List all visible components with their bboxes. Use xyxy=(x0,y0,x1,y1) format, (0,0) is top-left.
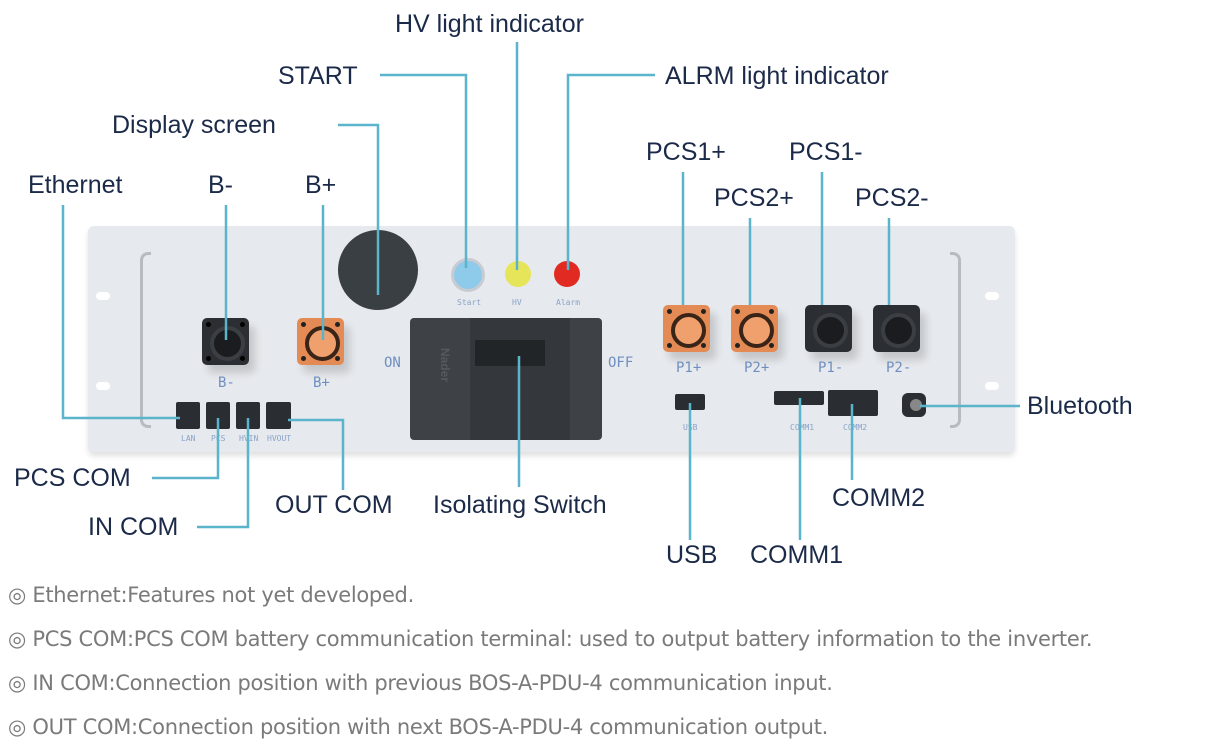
leader-display xyxy=(338,123,380,295)
label-alrm-light: ALRM light indicator xyxy=(665,62,889,90)
lan-text: LAN xyxy=(181,434,196,443)
lan-port xyxy=(176,402,200,429)
leader-start xyxy=(380,73,468,268)
note-in-com: ◎ IN COM:Connection position with previo… xyxy=(8,671,833,695)
leader-alrm xyxy=(566,73,655,270)
p2-plus-connector xyxy=(731,305,778,352)
label-comm1: COMM1 xyxy=(750,541,844,569)
off-text: OFF xyxy=(608,355,634,371)
label-start: START xyxy=(278,62,358,90)
p1-plus-text: P1+ xyxy=(676,360,702,376)
b-minus-text: B- xyxy=(218,375,235,391)
comm2-text: COMM2 xyxy=(843,423,868,432)
right-handle xyxy=(950,252,961,428)
p2-plus-text: P2+ xyxy=(744,360,770,376)
leader-ethernet xyxy=(61,205,180,420)
hvout-port xyxy=(266,402,291,429)
label-in-com: IN COM xyxy=(88,513,179,541)
on-text: ON xyxy=(384,355,401,371)
label-isolating-switch: Isolating Switch xyxy=(433,491,607,519)
leader-in-com xyxy=(197,418,250,529)
b-plus-text: B+ xyxy=(313,375,330,391)
label-pcs-com: PCS COM xyxy=(14,464,131,492)
label-comm2: COMM2 xyxy=(832,484,926,512)
label-b-plus: B+ xyxy=(305,171,337,199)
p1-minus-text: P1- xyxy=(818,360,844,376)
left-mount-hole xyxy=(96,292,110,300)
label-hv-light: HV light indicator xyxy=(395,10,584,38)
comm1-text: COMM1 xyxy=(790,423,815,432)
hv-text: HV xyxy=(512,298,522,307)
label-usb: USB xyxy=(666,541,718,569)
label-out-com: OUT COM xyxy=(275,491,393,519)
leader-pcs-com xyxy=(152,418,220,480)
switch-lever[interactable] xyxy=(475,340,545,366)
right-mount-hole xyxy=(985,382,999,390)
left-handle xyxy=(140,252,151,428)
hvout-text: HVOUT xyxy=(267,434,292,443)
label-display-screen: Display screen xyxy=(112,111,276,139)
leader-out-com xyxy=(288,418,345,490)
usb-port xyxy=(675,394,705,410)
note-ethernet: ◎ Ethernet:Features not yet developed. xyxy=(8,583,414,607)
left-mount-hole xyxy=(96,382,110,390)
p1-minus-connector xyxy=(805,305,852,352)
label-pcs1-minus: PCS1- xyxy=(789,138,863,166)
start-text: Start xyxy=(457,298,482,307)
p2-minus-connector xyxy=(873,305,920,352)
label-pcs2-minus: PCS2- xyxy=(855,184,929,212)
label-pcs1-plus: PCS1+ xyxy=(646,138,726,166)
p2-minus-text: P2- xyxy=(886,360,912,376)
alarm-text: Alarm xyxy=(556,298,581,307)
label-pcs2-plus: PCS2+ xyxy=(714,184,794,212)
bluetooth-antenna xyxy=(902,393,926,417)
label-ethernet: Ethernet xyxy=(28,171,123,199)
note-pcs-com: ◎ PCS COM:PCS COM battery communication … xyxy=(8,627,1093,651)
right-mount-hole xyxy=(985,292,999,300)
label-b-minus: B- xyxy=(208,171,233,199)
start-button[interactable] xyxy=(451,258,485,292)
p1-plus-connector xyxy=(663,305,710,352)
note-out-com: ◎ OUT COM:Connection position with next … xyxy=(8,715,828,739)
label-bluetooth: Bluetooth xyxy=(1027,392,1133,420)
